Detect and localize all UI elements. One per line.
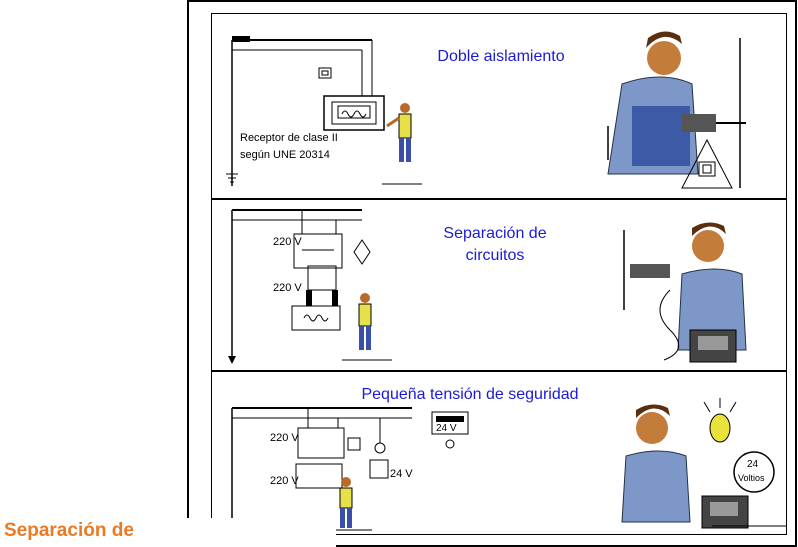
panel-title-line2: circuitos	[465, 247, 525, 264]
voltage-badge-unit: Voltios	[738, 473, 765, 483]
panel-circuit-separation: Separación de circuitos 220 V 220 V	[212, 198, 786, 370]
voltage-secondary: 220 V	[270, 475, 299, 487]
panel-title: Doble aislamiento	[437, 48, 565, 65]
panel-title: Pequeña tensión de seguridad	[361, 386, 579, 403]
low-voltage-label: 24 V	[390, 468, 413, 480]
safety-low-voltage-diagram	[228, 398, 786, 534]
caption-cover	[186, 518, 336, 547]
panel-title-line1: Separación de	[443, 225, 547, 242]
voltage-secondary: 220 V	[273, 282, 302, 294]
voltage-primary: 220 V	[270, 432, 299, 444]
panel-safety-low-voltage: Pequeña tensión de seguridad 220 V 220 V…	[212, 370, 786, 536]
double-insulation-diagram	[226, 31, 746, 189]
voltage-badge-value: 24	[747, 459, 759, 470]
panel-double-insulation: Doble aislamiento Receptor de clase II s…	[212, 14, 786, 196]
circuit-separation-diagram	[228, 209, 747, 364]
figure-caption: Separación de	[4, 520, 134, 541]
voltage-primary: 220 V	[273, 236, 302, 248]
receiver-label: Receptor de clase II	[240, 132, 338, 144]
meter-label: 24 V	[436, 423, 457, 434]
standard-label: según UNE 20314	[240, 149, 330, 161]
diagram-panels: Doble aislamiento Receptor de clase II s…	[211, 13, 787, 535]
